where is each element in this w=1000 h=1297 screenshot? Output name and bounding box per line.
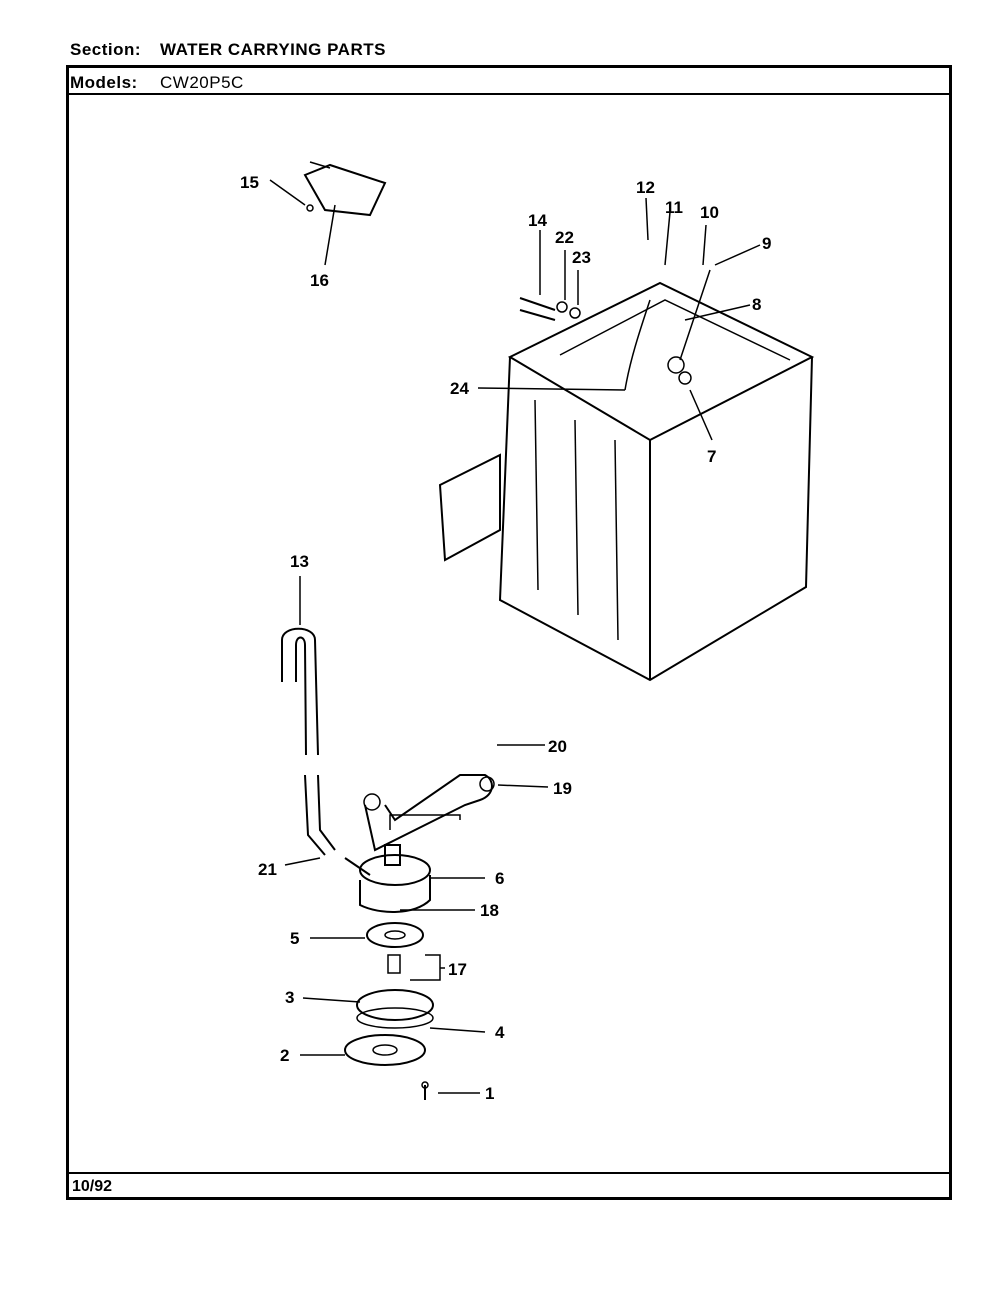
callout-14: 14 xyxy=(528,211,547,230)
callout-11: 11 xyxy=(665,198,683,217)
section-value: WATER CARRYING PARTS xyxy=(160,40,386,59)
callout-16: 16 xyxy=(310,271,329,290)
bolts-drawing xyxy=(519,297,581,321)
models-value: CW20P5C xyxy=(160,73,244,92)
callout-12: 12 xyxy=(636,178,655,197)
callout-20: 20 xyxy=(548,737,567,756)
section-label: Section: xyxy=(70,40,142,59)
callout-23: 23 xyxy=(572,248,591,267)
callout-15: 15 xyxy=(240,173,259,192)
callout-22: 22 xyxy=(555,228,574,247)
callout-3: 3 xyxy=(285,988,294,1007)
callout-19: 19 xyxy=(553,779,572,798)
callout-17: 17 xyxy=(448,960,467,979)
callout-6: 6 xyxy=(495,869,504,888)
hose-13-drawing xyxy=(281,627,336,856)
diagram-frame xyxy=(66,65,952,1200)
cabinet-drawing xyxy=(438,269,815,682)
callout-24: 24 xyxy=(450,379,469,398)
callout-13: 13 xyxy=(290,552,309,571)
footer-divider xyxy=(66,1172,952,1174)
header-divider xyxy=(66,93,952,95)
hose-20-drawing xyxy=(363,774,495,852)
callout-8: 8 xyxy=(752,295,761,314)
leader-lines xyxy=(269,179,761,1094)
callout-5: 5 xyxy=(290,929,299,948)
callout-18: 18 xyxy=(480,901,499,920)
callout-labels: 1 2 3 4 5 6 7 8 9 10 11 12 13 14 15 16 1… xyxy=(240,173,771,1103)
callout-4: 4 xyxy=(495,1023,505,1042)
revision-date: 10/92 xyxy=(72,1178,113,1195)
callout-9: 9 xyxy=(762,234,771,253)
callout-1: 1 xyxy=(485,1084,494,1103)
callout-10: 10 xyxy=(700,203,719,222)
callout-21: 21 xyxy=(258,860,277,879)
bracket-drawing xyxy=(303,161,387,217)
callout-7: 7 xyxy=(707,447,716,466)
callout-2: 2 xyxy=(280,1046,289,1065)
pump-assembly-drawing xyxy=(344,844,434,1100)
models-label: Models: xyxy=(70,73,138,92)
